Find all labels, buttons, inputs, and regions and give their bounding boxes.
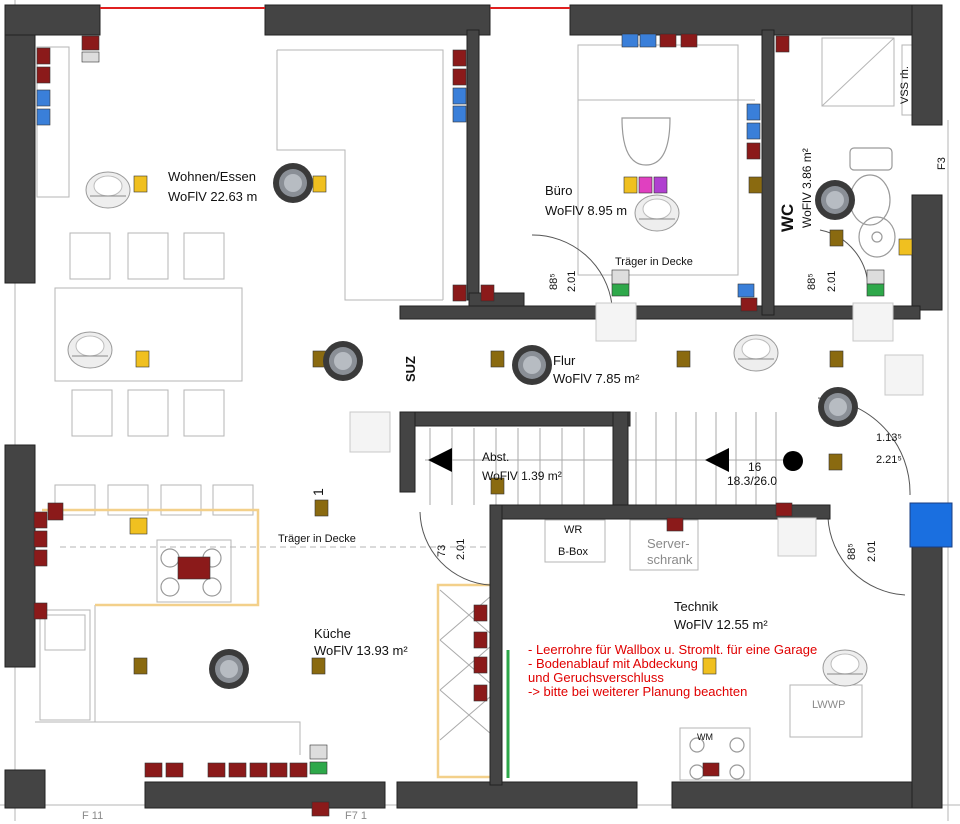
stair-start-dot <box>783 451 803 471</box>
door-tech-width: 88⁵ <box>846 543 858 560</box>
marker-1: 1 <box>310 488 326 496</box>
suz-label: SUZ <box>403 356 418 382</box>
server-label-1: Server- <box>647 536 690 551</box>
planning-note-4: -> bitte bei weiterer Planung beachten <box>528 684 748 699</box>
light-switch-icons <box>349 302 924 557</box>
dim-label-1: 1.13⁵ <box>876 432 902 444</box>
planning-note-1: - Leerrohre für Wallbox u. Stromlt. für … <box>528 642 818 657</box>
bbox-label: B-Box <box>558 546 588 558</box>
room-name-flur: Flur <box>553 353 576 368</box>
door-buero-height: 2.01 <box>566 270 578 292</box>
ceiling-light-icons <box>209 163 858 689</box>
room-area-abst: WoFlV 1.39 m² <box>482 469 562 483</box>
wc-fixtures <box>160 117 896 780</box>
server-label-2: schrank <box>647 552 693 567</box>
beam-note-kitchen: Träger in Decke <box>278 533 356 545</box>
wr-label: WR <box>564 524 583 536</box>
dim-label-2: 2.21⁵ <box>876 454 902 466</box>
door-abst-width: 73 <box>436 544 448 557</box>
planning-note-2: - Bodenablauf mit Abdeckung <box>528 656 698 671</box>
sensor-icons <box>133 176 844 675</box>
room-area-wc: WoFlV 3.86 m² <box>800 148 814 228</box>
door-tech-height: 2.01 <box>866 540 878 562</box>
edge-label-f11b: F7 1 <box>345 810 368 822</box>
room-name-technik: Technik <box>674 599 719 614</box>
beam-note-office: Träger in Decke <box>615 256 693 268</box>
edge-label-f11a: F 11 <box>82 810 104 822</box>
stair-ratio: 18.3/26.0 <box>727 474 778 488</box>
room-area-buero: WoFlV 8.95 m <box>545 203 628 218</box>
stair-arrow-icon <box>705 448 729 472</box>
smoke-detector-icons <box>67 171 868 687</box>
room-name-abst: Abst. <box>482 450 510 464</box>
socket-icons <box>33 33 793 817</box>
door-buero-width: 88⁵ <box>548 273 560 290</box>
wall-box-icon <box>909 502 953 548</box>
stair-count: 16 <box>748 460 762 474</box>
room-name-wc: WC <box>778 203 797 232</box>
room-area-flur: WoFlV 7.85 m² <box>553 371 640 386</box>
room-name-buero: Büro <box>545 183 573 198</box>
planning-note-3: und Geruchsverschluss <box>528 670 664 685</box>
wm-label: WM <box>697 732 713 742</box>
room-area-wohnen: WoFlV 22.63 m <box>168 189 258 204</box>
room-area-kueche: WoFlV 13.93 m² <box>314 643 408 658</box>
door-wc-height: 2.01 <box>826 270 838 292</box>
shelf-hatch <box>439 589 499 741</box>
multi-outlet-icon <box>638 176 668 194</box>
edge-label-f3: F3 <box>936 157 948 170</box>
outlet-icons <box>129 175 913 675</box>
room-area-technik: WoFlV 12.55 m² <box>674 617 768 632</box>
room-name-kueche: Küche <box>314 626 351 641</box>
door-abst-height: 2.01 <box>455 538 467 560</box>
vss-label: VSS rh. <box>899 66 911 104</box>
lwwp-label: LWWP <box>812 699 846 711</box>
grey-socket-icons <box>81 51 885 775</box>
switch-icons <box>36 33 761 298</box>
door-wc-width: 88⁵ <box>806 273 818 290</box>
stair-arrow-icon <box>428 448 452 472</box>
room-name-wohnen: Wohnen/Essen <box>168 169 256 184</box>
